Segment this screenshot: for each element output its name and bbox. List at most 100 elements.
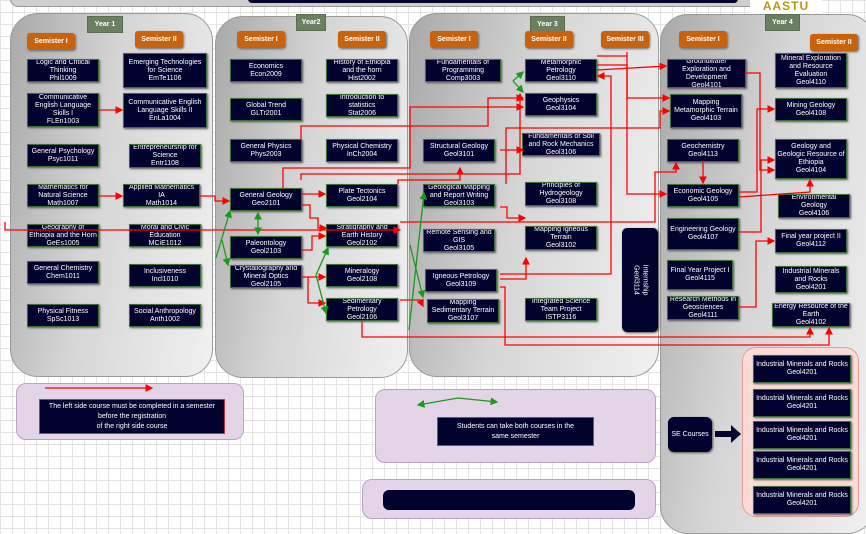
course-name: Social Anthropology xyxy=(134,307,196,315)
course-name: Logic and Critical Thinking xyxy=(36,59,90,74)
course-code: Geol2105 xyxy=(250,280,282,288)
course-code: Geol4101 xyxy=(691,81,722,88)
course-name: Industrial Minerals and Rocks xyxy=(756,427,848,434)
course-code: Geol3109 xyxy=(445,280,477,288)
course-name: Structural Geology xyxy=(430,142,488,150)
course-code: GeEs1005 xyxy=(46,239,80,247)
course-code: Geol4112 xyxy=(796,241,826,248)
course-code: FLEn1003 xyxy=(46,118,80,125)
course-code: Geol2104 xyxy=(346,195,378,203)
semester-label: Semister II xyxy=(135,31,183,48)
course-name: Communicative English Language Skills I xyxy=(34,94,92,117)
course-code: SpSc1013 xyxy=(46,315,80,323)
course-code: Geol3107 xyxy=(447,315,479,322)
course-box[interactable]: Communicative English Language Skills II… xyxy=(123,93,207,128)
year-label: Year 4 xyxy=(765,14,800,31)
semester-label: Semister II xyxy=(810,34,858,51)
course-internship[interactable]: Internship Geol3114 xyxy=(622,228,658,332)
course-name: Industrial Minerals and Rocks xyxy=(756,457,848,464)
course-code: Geo2101 xyxy=(251,199,281,207)
course-name: Metamorphic Petrology xyxy=(540,59,582,74)
course-code: Geol2102 xyxy=(346,239,378,247)
course-code: Hist2002 xyxy=(348,74,376,82)
semester-label: Semister I xyxy=(679,31,727,48)
course-name: Economics xyxy=(248,62,284,70)
course-code: Geol4201 xyxy=(786,500,818,507)
course-name: Environmental Geology xyxy=(791,194,837,209)
course-code: Geol2103 xyxy=(250,247,282,255)
course-name: Final Year Project I xyxy=(670,267,730,274)
legend-third-box xyxy=(383,490,635,510)
course-box[interactable]: Geology and Geologic Resource of Ethiopi… xyxy=(775,139,847,179)
course-name: Fundamentals of Soil and Rock Mechanics xyxy=(528,133,594,148)
course-code: EmTe1106 xyxy=(148,74,182,82)
course-code: Geol4104 xyxy=(795,167,827,174)
course-name: Physical Chemistry xyxy=(332,142,392,150)
course-code: Geol3104 xyxy=(545,104,577,112)
course-code: Geol4110 xyxy=(796,78,826,86)
course-name: Moral and Civic Education xyxy=(140,224,190,239)
course-code: Geol4111 xyxy=(688,312,718,319)
course-name: Mapping Sedimentary Terrain xyxy=(431,299,495,314)
course-name: Principles of Hydrogeology xyxy=(539,182,583,197)
course-code: Math1014 xyxy=(145,199,178,207)
semester-label: Semister I xyxy=(430,31,478,48)
course-box[interactable]: Mineral Exploration and Resource Evaluat… xyxy=(775,53,847,88)
